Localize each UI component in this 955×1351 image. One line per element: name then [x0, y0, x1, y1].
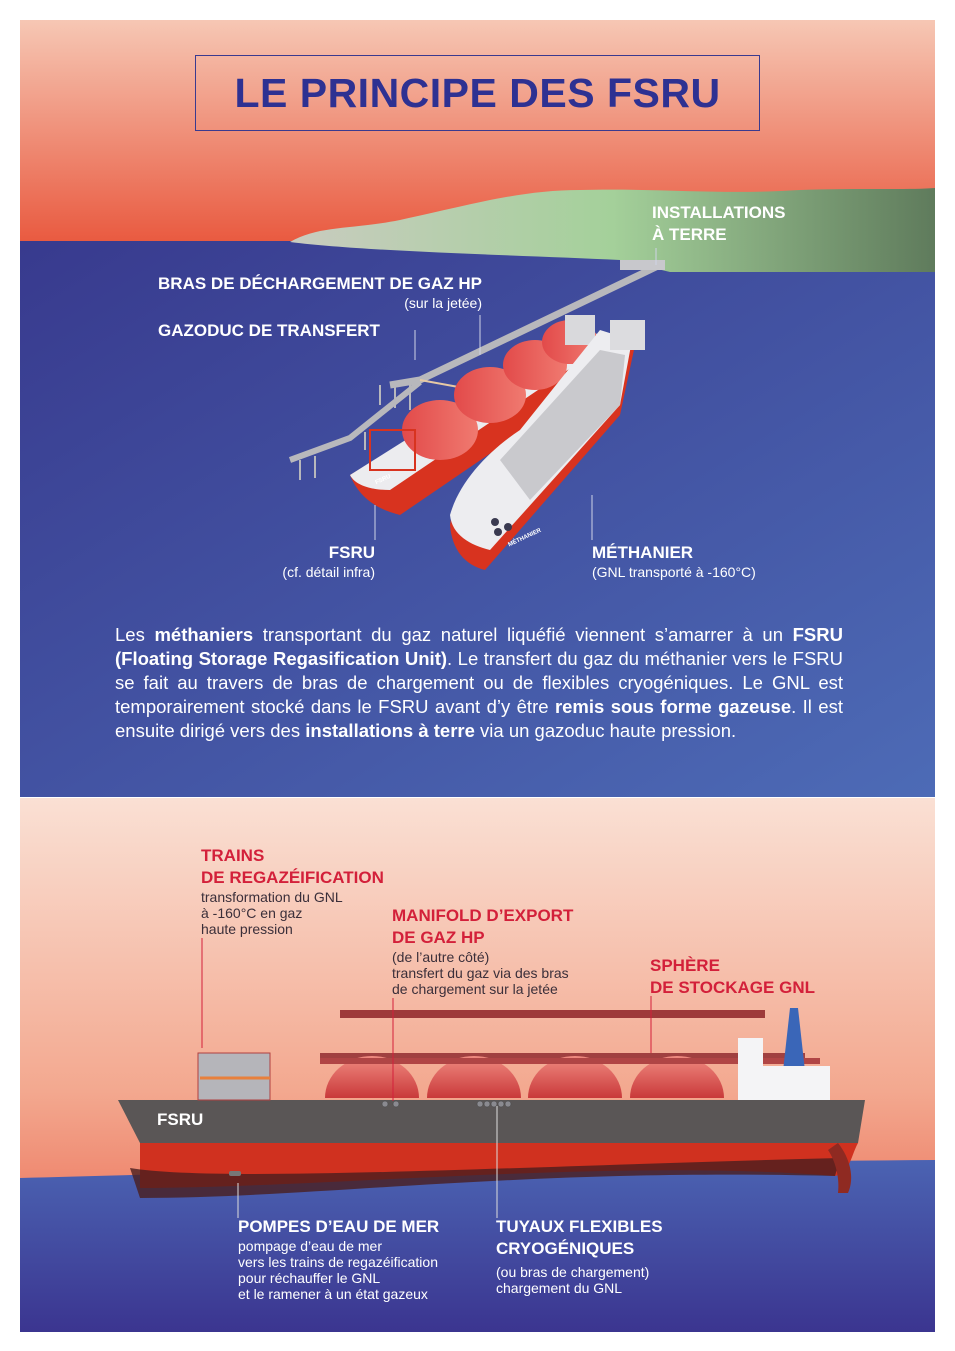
methanier-ship-3d [450, 320, 645, 570]
tuyaux-desc-2: chargement du GNL [496, 1280, 623, 1296]
bras-title: BRAS DE DÉCHARGEMENT DE GAZ HP [158, 274, 482, 293]
tank-spheres [320, 1010, 820, 1098]
regas-trains [197, 1052, 271, 1101]
trains-label: TRAINS DE REGAZÉIFICATION transformation… [201, 845, 384, 937]
manifold-title-2: DE GAZ HP [392, 928, 485, 947]
pompes-desc-3: pour réchauffer le GNL [238, 1270, 381, 1286]
sphere-label: SPHÈRE DE STOCKAGE GNL [650, 955, 815, 999]
installations-label: INSTALLATIONS À TERRE [652, 202, 785, 246]
pompes-desc-2: vers les trains de regazéification [238, 1254, 438, 1270]
fsru-hull [118, 1100, 865, 1198]
pompes-desc-4: et le ramener à un état gazeux [238, 1286, 428, 1302]
fsru-label: FSRU (cf. détail infra) [282, 542, 375, 580]
paragraph-emphasis: remis sous forme gazeuse [554, 696, 792, 717]
paragraph-text: . Le transfert du gaz du méthanier vers … [115, 648, 843, 717]
overview-panel: FSRU MÉTHANIER LE PRINCIPE DES FSRU INST… [20, 20, 935, 797]
methanier-label: MÉTHANIER (GNL transporté à -160°C) [592, 542, 756, 580]
tuyaux-title-2: CRYOGÉNIQUES [496, 1239, 635, 1258]
pompes-desc-1: pompage d’eau de mer [238, 1238, 382, 1254]
sphere-title-2: DE STOCKAGE GNL [650, 978, 815, 997]
gazoduc-label: GAZODUC DE TRANSFERT [158, 321, 380, 340]
bras-subtitle: (sur la jetée) [404, 295, 482, 311]
methanier-subtitle: (GNL transporté à -160°C) [592, 564, 756, 580]
paragraph-text: Les [115, 624, 155, 645]
fsru-side-illustration [20, 798, 935, 1332]
paragraph-text: . Il est ensuite dirigé vers des [115, 696, 843, 741]
pompes-label: POMPES D’EAU DE MER pompage d’eau de mer… [238, 1216, 439, 1302]
methanier-title: MÉTHANIER [592, 543, 694, 562]
title-box: LE PRINCIPE DES FSRU [195, 55, 760, 131]
paragraph-text: via un gazoduc haute pression. [474, 720, 737, 741]
paragraph-emphasis: FSRU (Floating Storage Regasification Un… [115, 624, 843, 669]
manifold-desc-3: de chargement sur la jetée [392, 981, 558, 997]
page-title: LE PRINCIPE DES FSRU [234, 69, 721, 116]
sphere-title-1: SPHÈRE [650, 956, 720, 975]
trains-title-2: DE REGAZÉIFICATION [201, 868, 384, 887]
tuyaux-desc-1: (ou bras de chargement) [496, 1264, 650, 1280]
paragraph-emphasis: méthaniers [154, 624, 254, 645]
trains-desc-1: transformation du GNL [201, 889, 343, 905]
tuyaux-label: TUYAUX FLEXIBLES CRYOGÉNIQUES (ou bras d… [496, 1216, 663, 1296]
manifold-title-1: MANIFOLD D’EXPORT [392, 906, 574, 925]
fsru-subtitle: (cf. détail infra) [282, 564, 375, 580]
trains-title-1: TRAINS [201, 846, 265, 865]
pompes-title: POMPES D’EAU DE MER [238, 1217, 440, 1236]
trains-desc-2: à -160°C en gaz [201, 905, 303, 921]
hull-fsru-label: FSRU [157, 1110, 204, 1129]
paragraph-text: transportant du gaz naturel liquéfié vie… [253, 624, 793, 645]
land-shape [290, 188, 935, 272]
trains-desc-3: haute pression [201, 921, 293, 937]
fsru-detail-panel: FSRU TRAINS DE REGAZÉIFICATION transform… [20, 798, 935, 1332]
intro-paragraph: Les méthaniers transportant du gaz natur… [115, 623, 843, 743]
manifold-label: MANIFOLD D’EXPORT DE GAZ HP (de l’autre … [392, 905, 573, 997]
manifold-desc-1: (de l’autre côté) [392, 949, 490, 965]
installations-line-2: À TERRE [652, 225, 727, 244]
manifold-valves [381, 1100, 512, 1108]
fsru-title: FSRU [328, 543, 375, 562]
paragraph-emphasis: installations à terre [305, 720, 475, 741]
superstructure [738, 1008, 830, 1100]
jetty [288, 261, 662, 480]
manifold-desc-2: transfert du gaz via des bras [392, 965, 569, 981]
bras-label: BRAS DE DÉCHARGEMENT DE GAZ HP (sur la j… [158, 273, 482, 311]
overview-illustration [20, 20, 935, 797]
sea-water-pump [229, 1171, 241, 1176]
tuyaux-title-1: TUYAUX FLEXIBLES [496, 1217, 663, 1236]
fsru-ship-3d [350, 315, 620, 515]
installations-line-1: INSTALLATIONS [652, 203, 786, 222]
